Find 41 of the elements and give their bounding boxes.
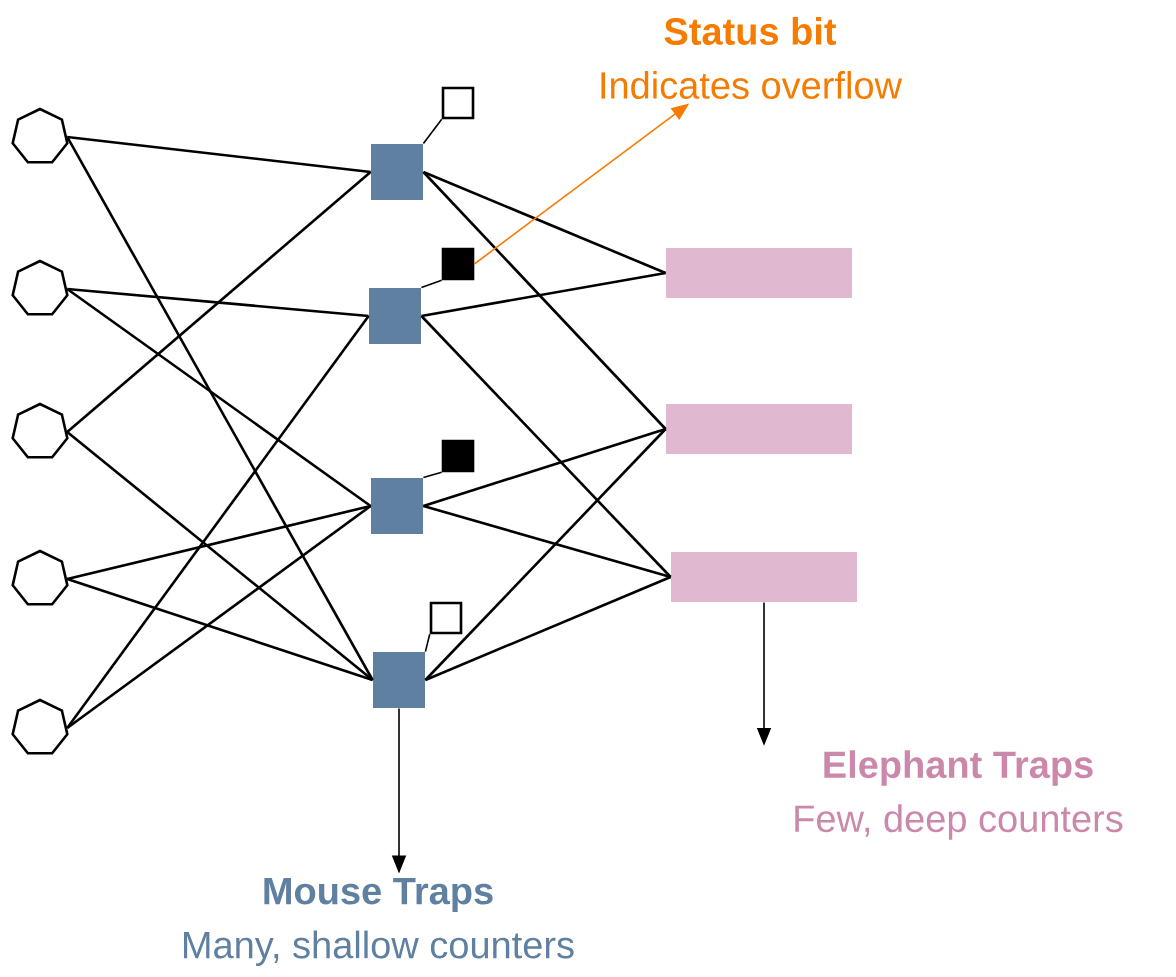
connector-line [423, 504, 671, 579]
status-bit-box [441, 439, 475, 473]
mouse-trap-box [369, 288, 421, 344]
hash-function-node [11, 402, 69, 459]
hash-function-node [11, 698, 69, 755]
callout-text: Status bit Indicates overflow [601, 17, 903, 99]
connector-line [420, 315, 672, 578]
connector-line [66, 577, 373, 682]
connector-line [422, 171, 667, 430]
connector-line [424, 575, 672, 682]
connector-line [66, 504, 372, 730]
callout-text: Mouse Traps Many, shallow counters [184, 878, 574, 966]
hash-function-node [11, 259, 69, 316]
leader-line [424, 633, 431, 653]
elephant-trap-box [671, 552, 857, 602]
connector-line [422, 170, 667, 275]
hash-function-node [11, 549, 69, 606]
connector-line [66, 287, 372, 508]
leader-line [420, 279, 443, 289]
status-bit-box [441, 86, 475, 120]
mouse-trap-box [373, 652, 425, 708]
leader-line [422, 118, 443, 145]
status-bit-box [429, 601, 463, 635]
connector-line [66, 504, 371, 581]
mouse-trap-box [371, 144, 423, 200]
connector-line [424, 428, 667, 681]
connector-line [66, 171, 372, 433]
elephant-trap-box [666, 248, 852, 298]
connector-line [66, 136, 374, 681]
connector-line [67, 287, 369, 318]
connector-line [66, 431, 374, 681]
status-bit-box [441, 247, 475, 281]
callout-text: Elephant Traps Few, deep counters [795, 750, 1123, 840]
elephant-trap-box [666, 404, 852, 454]
mouse-trap-box [371, 478, 423, 534]
connector-line [66, 315, 370, 729]
leader-line [422, 471, 443, 479]
connector-line [67, 135, 371, 174]
connector-line [423, 427, 666, 508]
connector-line [421, 271, 666, 318]
hash-function-node [11, 107, 69, 164]
